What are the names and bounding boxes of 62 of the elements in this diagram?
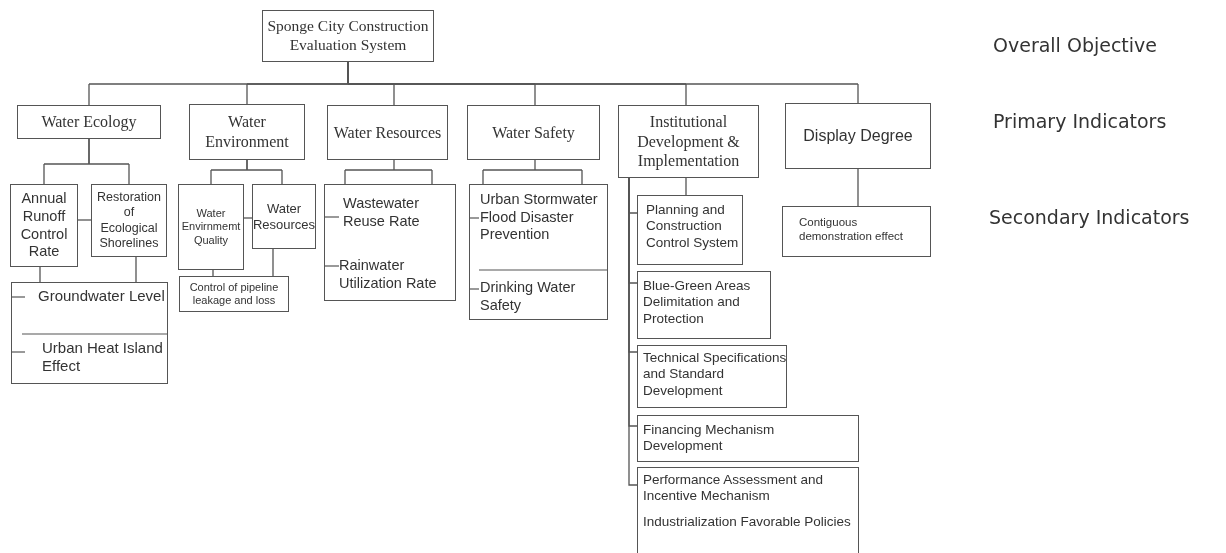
indicator-text: Urban Stormwater Flood Disaster Prevention bbox=[480, 191, 599, 245]
indicator-box bbox=[637, 467, 859, 553]
connector-line bbox=[246, 159, 283, 185]
indicator-text: Urban Heat Island Effect bbox=[42, 339, 164, 376]
indicator-text: Industrialization Favorable Policies bbox=[643, 514, 852, 531]
indicator-box bbox=[637, 271, 771, 339]
connector-line bbox=[482, 159, 583, 185]
objective-box bbox=[262, 10, 434, 62]
indicator-text: Annual Runoff Control Rate bbox=[19, 190, 69, 261]
indicator-text: Performance Assessment and Incentive Mechanism bbox=[643, 472, 825, 505]
indicator-box bbox=[189, 104, 305, 160]
connector-line bbox=[243, 217, 253, 219]
indicator-text: Water Envirnmemt Quality bbox=[180, 206, 242, 248]
indicator-text: Water Ecology bbox=[40, 112, 138, 132]
connector-line bbox=[685, 177, 687, 196]
indicator-text: Institutional Development & Implementation bbox=[636, 112, 741, 171]
indicator-box bbox=[785, 103, 931, 169]
indicator-text: Water Resources bbox=[251, 200, 317, 233]
indicator-box bbox=[178, 184, 244, 270]
indicator-box bbox=[327, 105, 448, 160]
indicator-box bbox=[324, 184, 456, 301]
indicator-text: Rainwater Utilization Rate bbox=[339, 257, 438, 293]
level-label: Primary Indicators bbox=[993, 110, 1167, 132]
indicator-box bbox=[10, 184, 78, 267]
indicator-text: Water Environment bbox=[204, 112, 290, 152]
connector-line bbox=[77, 219, 92, 221]
indicator-text: Groundwater Level bbox=[38, 287, 166, 306]
indicator-text: Control of pipeline leakage and loss bbox=[188, 280, 280, 308]
indicator-text: Drinking Water Safety bbox=[480, 279, 577, 315]
indicator-box bbox=[17, 105, 161, 139]
connector-line bbox=[212, 269, 214, 277]
level-label: Overall Objective bbox=[993, 34, 1158, 56]
indicator-box bbox=[252, 184, 316, 249]
indicator-text: Technical Specifications and Standard Development bbox=[643, 350, 787, 400]
connector-line bbox=[628, 177, 638, 486]
indicator-box bbox=[11, 282, 168, 384]
indicator-box bbox=[467, 105, 600, 160]
level-label: Secondary Indicators bbox=[989, 206, 1190, 228]
indicator-text: Water Safety bbox=[491, 122, 576, 143]
indicator-text: Wastewater Reuse Rate bbox=[343, 195, 421, 231]
indicator-box bbox=[179, 276, 289, 312]
indicator-box bbox=[782, 206, 931, 257]
connector-line bbox=[39, 266, 41, 283]
indicator-text: Planning and Construction Control System bbox=[646, 202, 740, 252]
indicator-box bbox=[618, 105, 759, 178]
connector-line bbox=[88, 138, 130, 185]
indicator-box bbox=[637, 345, 787, 408]
indicator-text: Contiguous demonstration effect bbox=[799, 215, 904, 244]
indicator-box bbox=[637, 415, 859, 462]
connector-line bbox=[135, 256, 137, 283]
connector-line bbox=[344, 159, 433, 185]
indicator-text: Blue-Green Areas Delimitation and Protection bbox=[643, 278, 752, 328]
connector-line bbox=[857, 168, 859, 207]
indicator-text: Financing Mechanism Development bbox=[643, 422, 776, 455]
indicator-text: Water Resources bbox=[332, 122, 443, 143]
indicator-text: Restoration of Ecological Shorelines bbox=[96, 190, 162, 251]
connector-line bbox=[272, 248, 274, 277]
indicator-box bbox=[637, 195, 743, 265]
indicator-box bbox=[469, 184, 608, 320]
indicator-box bbox=[91, 184, 167, 257]
indicator-text: Display Degree bbox=[802, 126, 914, 146]
indicator-text: Sponge City Construction Evaluation System bbox=[266, 17, 430, 55]
